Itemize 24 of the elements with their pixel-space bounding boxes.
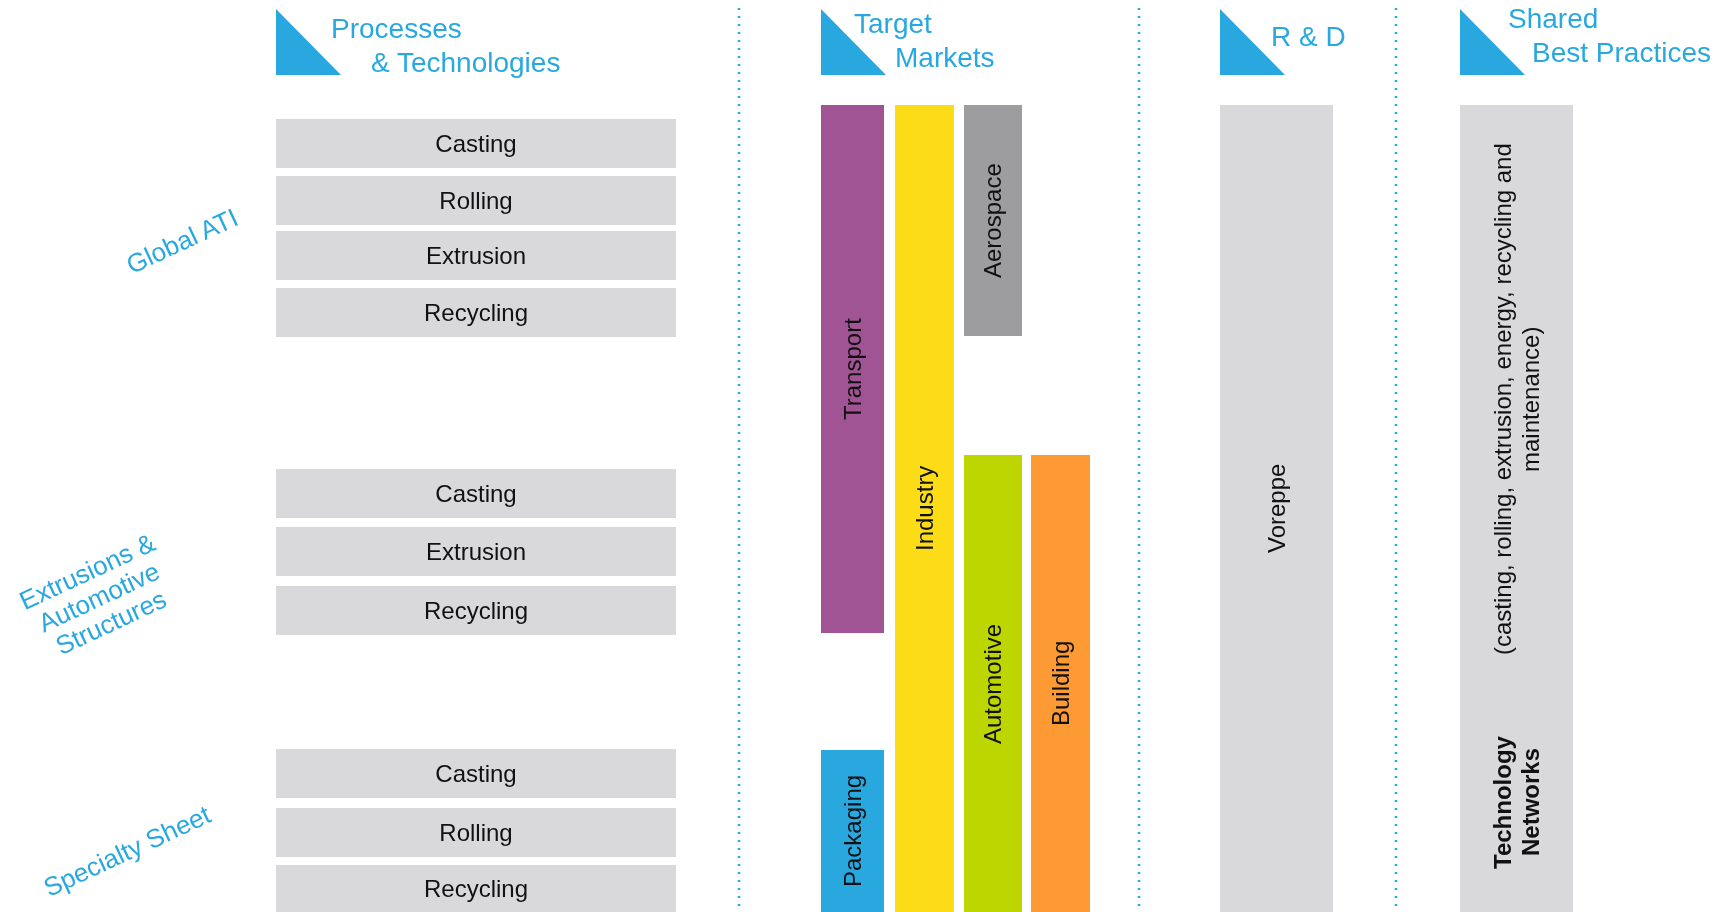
process-box: Rolling (276, 808, 676, 857)
research-bar: Voreppe (1220, 105, 1333, 912)
bar-description: (casting, rolling, extrusion, energy, recycling and maintenance) (1488, 142, 1545, 657)
section-heading: R & D (1271, 20, 1346, 54)
market-bar: Building (1031, 455, 1090, 912)
market-bar: Packaging (821, 750, 884, 912)
market-bar: Automotive (964, 455, 1022, 912)
section-heading: Shared Best Practices (1508, 2, 1711, 70)
practices-bar (1460, 105, 1573, 912)
process-box: Recycling (276, 865, 676, 912)
market-bar: Transport (821, 105, 884, 633)
process-box: Casting (276, 749, 676, 798)
section-heading: Target Markets (854, 7, 995, 75)
process-box: Casting (276, 119, 676, 168)
market-bar: Industry (895, 105, 954, 912)
bar-heading: Technology Networks (1488, 734, 1545, 871)
process-box: Extrusion (276, 231, 676, 280)
process-box: Casting (276, 469, 676, 518)
process-box: Extrusion (276, 527, 676, 576)
market-bar: Aerospace (964, 105, 1022, 336)
process-box: Recycling (276, 586, 676, 635)
section-heading: Processes & Technologies (331, 12, 561, 80)
process-box: Rolling (276, 176, 676, 225)
process-box: Recycling (276, 288, 676, 337)
